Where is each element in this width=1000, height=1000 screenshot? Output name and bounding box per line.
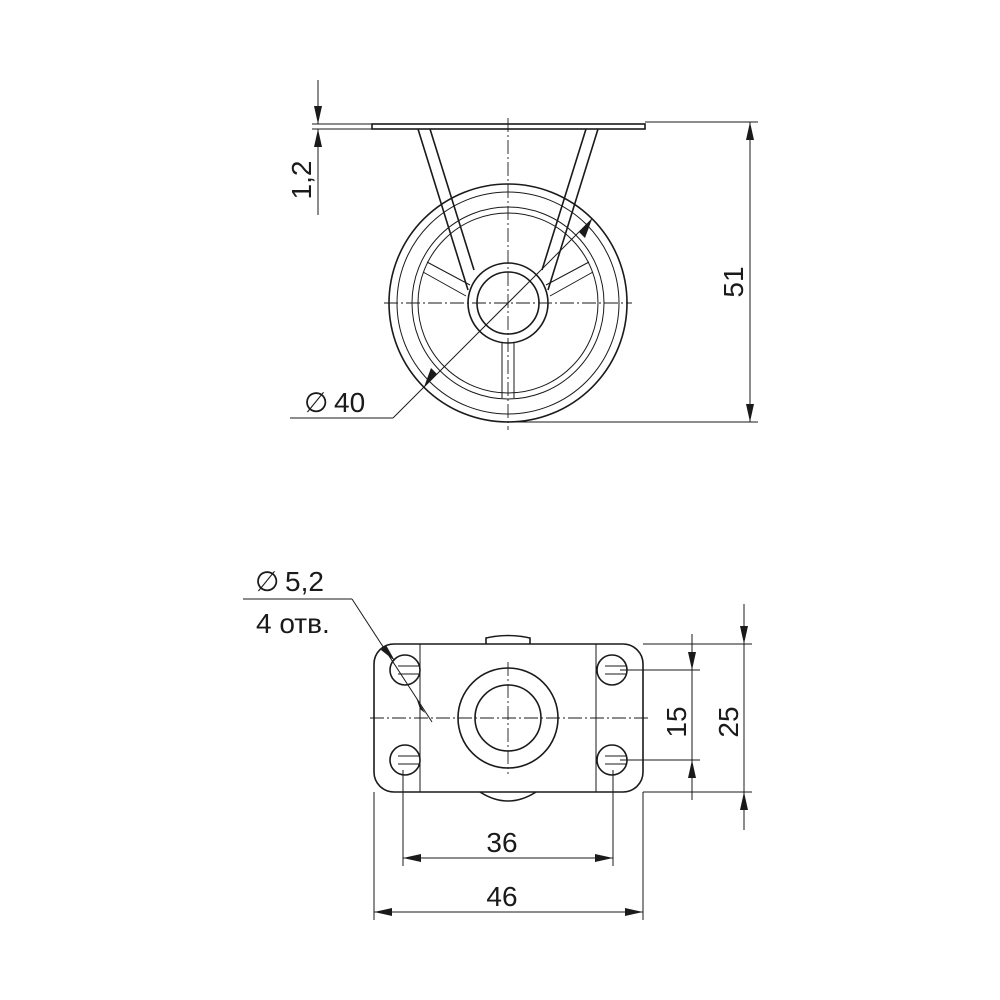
wheel-spokes [422, 261, 594, 398]
bracket-top-tab [485, 634, 531, 644]
dim-plate-height: 25 [643, 604, 752, 830]
dim-total-height-label: 51 [718, 266, 749, 297]
bracket-bottom-tab [479, 791, 537, 802]
dim-hole-diameter: ∅ 5,2 4 отв. [243, 566, 433, 723]
dim-plate-thickness-label: 1,2 [286, 161, 317, 200]
hole-bottom-left [389, 744, 421, 776]
dim-wheel-diameter: ∅ 40 [290, 218, 593, 419]
diameter-symbol-icon: ∅ [304, 387, 328, 418]
dim-total-height: 51 [510, 121, 758, 423]
dim-hole-spacing-height-label: 15 [661, 706, 692, 737]
mounting-holes [389, 654, 628, 776]
hole-top-left [389, 654, 421, 686]
top-view: ∅ 5,2 4 отв. 15 25 [243, 566, 752, 920]
diameter-symbol-icon-holes: ∅ [255, 566, 279, 597]
side-view: 1,2 51 ∅ 40 [286, 80, 758, 430]
dim-plate-height-label: 25 [713, 706, 744, 737]
dim-plate-thickness: 1,2 [286, 80, 372, 215]
dim-wheel-diameter-label: 40 [334, 387, 365, 418]
dim-plate-width: 46 [373, 792, 644, 920]
dim-hole-count-label: 4 отв. [256, 608, 330, 639]
dim-plate-width-label: 46 [486, 881, 517, 912]
dim-hole-spacing-width-label: 36 [486, 827, 517, 858]
dim-hole-spacing-height: 15 [620, 634, 700, 800]
bracket-fork [417, 128, 599, 291]
dim-hole-spacing-width: 36 [402, 770, 614, 866]
mounting-plate-side [371, 123, 646, 130]
dim-hole-diameter-label: 5,2 [285, 566, 324, 597]
